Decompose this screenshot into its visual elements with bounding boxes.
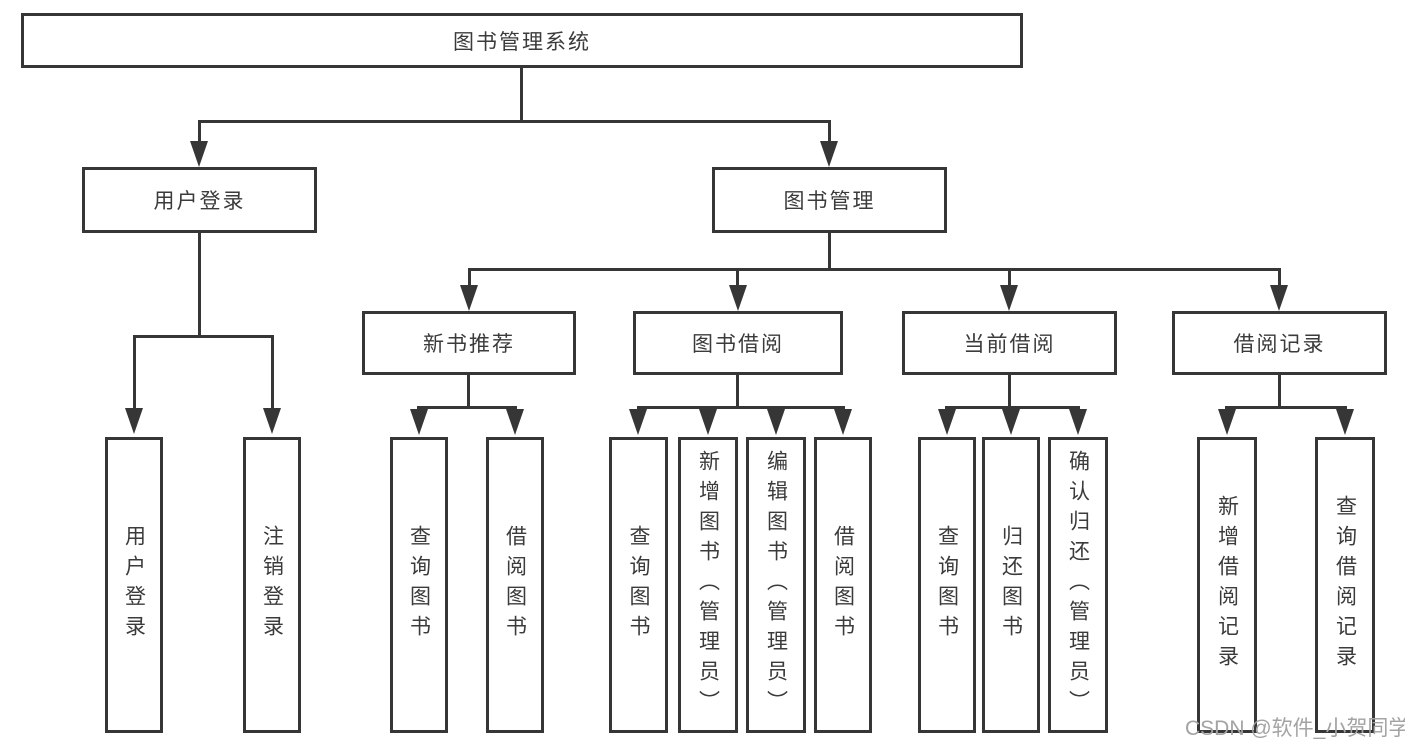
- connector-mgmt-drop-1: [468, 268, 471, 287]
- arrowhead-query-borrow-record: [1336, 409, 1354, 435]
- leaf-label: 编辑图书（管理员）: [764, 450, 788, 720]
- connector-mgmt-rail: [468, 268, 1281, 271]
- connector-user-drop-1: [133, 335, 136, 409]
- node-current-borrowing: 当前借阅: [902, 311, 1117, 375]
- leaf-label: 查询图书: [935, 525, 959, 645]
- connector-user-drop-2: [271, 335, 274, 409]
- connector-root-rail: [198, 120, 831, 123]
- leaf-logout: 注销登录: [243, 437, 301, 733]
- arrowhead-borrowing-records: [1270, 285, 1288, 311]
- connector-borrowing-stem: [736, 375, 739, 408]
- node-user-login: 用户登录: [82, 167, 317, 233]
- leaf-label: 查询借阅记录: [1333, 495, 1357, 675]
- leaf-label: 借阅图书: [831, 525, 855, 645]
- leaf-borrow-books-recommend: 借阅图书: [486, 437, 544, 733]
- node-label: 用户登录: [153, 190, 246, 213]
- arrowhead-leaf-logout: [263, 408, 281, 434]
- connector-mgmt-drop-4: [1278, 268, 1281, 287]
- node-book-management: 图书管理: [712, 167, 947, 233]
- node-label: 图书管理系统: [453, 30, 591, 54]
- leaf-label: 借阅图书: [503, 525, 527, 645]
- arrowhead-book-borrowing: [729, 285, 747, 311]
- node-label: 新书推荐: [423, 333, 515, 356]
- connector-user-stem: [198, 232, 201, 337]
- leaf-user-login: 用户登录: [105, 437, 163, 733]
- leaf-label: 新增借阅记录: [1215, 495, 1239, 675]
- arrowhead-current-borrowing: [1000, 285, 1018, 311]
- arrowhead-new-book-recommend: [460, 285, 478, 311]
- leaf-add-book-admin: 新增图书（管理员）: [678, 437, 738, 733]
- leaf-label: 查询图书: [627, 525, 650, 645]
- connector-records-stem: [1278, 375, 1281, 408]
- leaf-query-books-recommend: 查询图书: [390, 437, 448, 733]
- leaf-query-borrow-record: 查询借阅记录: [1315, 437, 1375, 733]
- node-new-book-recommend: 新书推荐: [362, 311, 576, 375]
- leaf-label: 查询图书: [407, 525, 431, 645]
- connector-root-drop-right: [828, 120, 831, 144]
- arrowhead-query-books-borrowing: [629, 409, 647, 435]
- arrowhead-edit-book-admin: [767, 409, 785, 435]
- arrowhead-return-books: [1002, 409, 1020, 435]
- connector-root-stem: [520, 68, 523, 122]
- node-label: 借阅记录: [1233, 333, 1326, 356]
- node-borrowing-records: 借阅记录: [1172, 311, 1387, 375]
- node-label: 当前借阅: [963, 333, 1056, 356]
- arrowhead-borrow-books-borrowing: [834, 409, 852, 435]
- arrowhead-borrow-books-recommend: [506, 409, 524, 435]
- arrowhead-user-login: [190, 141, 208, 167]
- leaf-label: 注销登录: [260, 525, 284, 645]
- leaf-query-books-current: 查询图书: [918, 437, 976, 733]
- arrowhead-add-book-admin: [699, 409, 717, 435]
- leaf-label: 确认归还（管理员）: [1066, 450, 1090, 720]
- leaf-confirm-return-admin: 确认归还（管理员）: [1048, 437, 1108, 733]
- arrowhead-leaf-user-login: [125, 408, 143, 434]
- arrowhead-query-books-current: [938, 409, 956, 435]
- connector-mgmt-drop-2: [736, 268, 739, 287]
- connector-records-rail: [1225, 406, 1347, 409]
- arrowhead-confirm-return-admin: [1069, 409, 1087, 435]
- connector-current-stem: [1008, 375, 1011, 408]
- connector-recommend-stem: [467, 375, 470, 408]
- connector-current-rail: [945, 406, 1080, 409]
- connector-mgmt-stem: [828, 233, 831, 270]
- node-book-borrowing: 图书借阅: [633, 311, 843, 375]
- arrowhead-add-borrow-record: [1218, 409, 1236, 435]
- leaf-edit-book-admin: 编辑图书（管理员）: [746, 437, 806, 733]
- connector-recommend-rail: [417, 406, 517, 409]
- leaf-return-books: 归还图书: [982, 437, 1040, 733]
- leaf-label: 用户登录: [122, 525, 146, 645]
- connector-root-drop-left: [198, 120, 201, 144]
- csdn-watermark: CSDN @软件_小贺同学: [1185, 717, 1405, 740]
- connector-mgmt-drop-3: [1008, 268, 1011, 287]
- leaf-add-borrow-record: 新增借阅记录: [1197, 437, 1257, 733]
- arrowhead-query-books-recommend: [410, 409, 428, 435]
- leaf-query-books-borrowing: 查询图书: [609, 437, 668, 733]
- node-label: 图书管理: [783, 190, 876, 213]
- leaf-label: 新增图书（管理员）: [696, 450, 720, 720]
- node-library-management-system: 图书管理系统: [21, 13, 1023, 68]
- leaf-label: 归还图书: [999, 525, 1023, 645]
- connector-borrowing-rail: [637, 406, 845, 409]
- arrowhead-book-management: [820, 141, 838, 167]
- node-label: 图书借阅: [692, 333, 784, 356]
- connector-user-rail: [133, 335, 274, 338]
- leaf-borrow-books-borrowing: 借阅图书: [814, 437, 872, 733]
